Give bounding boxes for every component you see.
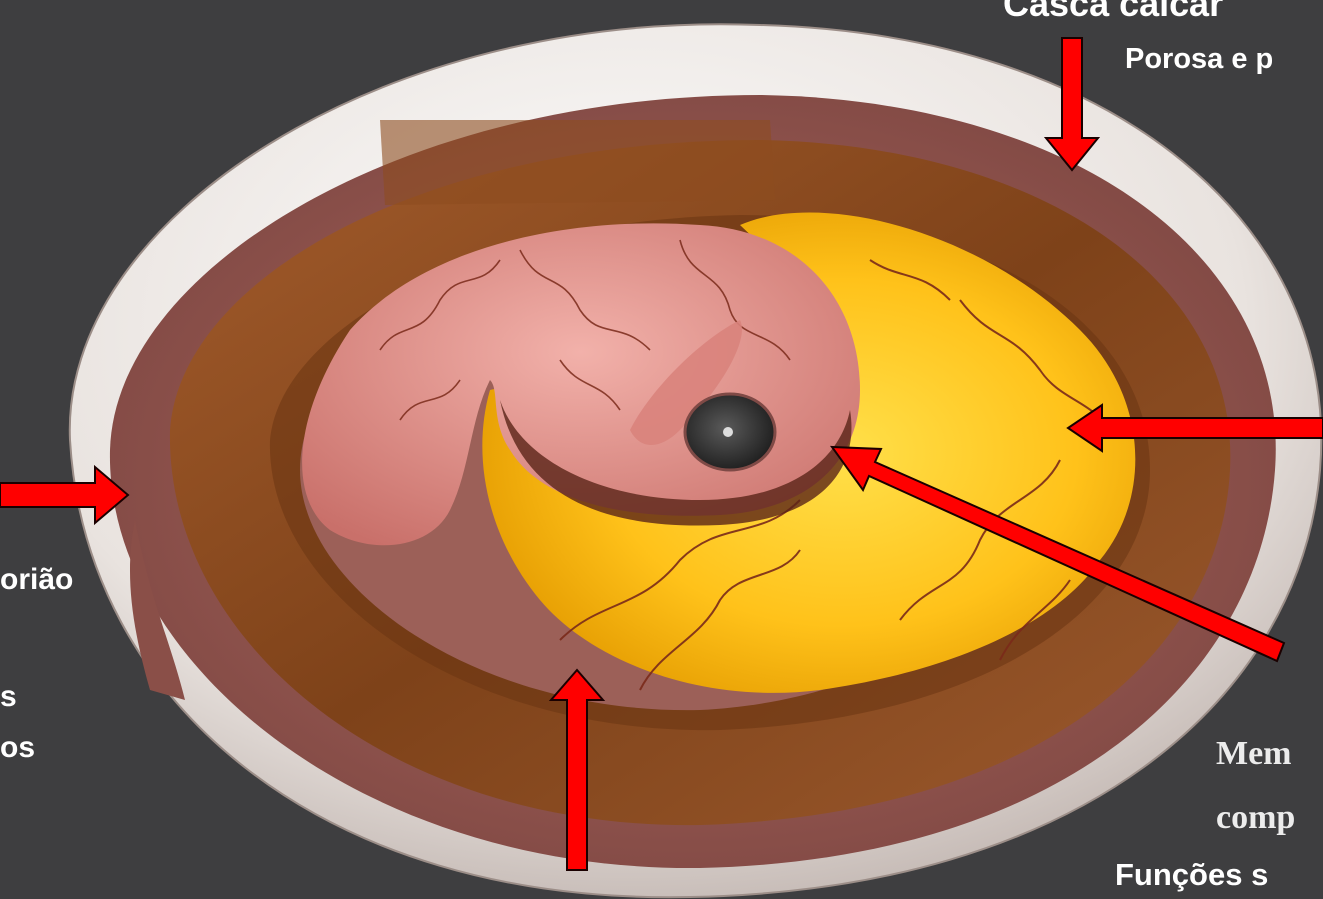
label-left-line3: os [0,733,35,763]
label-casca-calcaria: Casca calcár [1003,0,1223,22]
eye [685,394,775,470]
label-membrana: Mem [1216,737,1292,771]
label-membrana-line2: comp [1216,801,1295,835]
label-porosa: Porosa e p [1125,45,1273,74]
label-funcoes: Funções s [1115,859,1268,890]
label-left-line2: s [0,682,17,712]
label-corio: orião [0,565,73,595]
